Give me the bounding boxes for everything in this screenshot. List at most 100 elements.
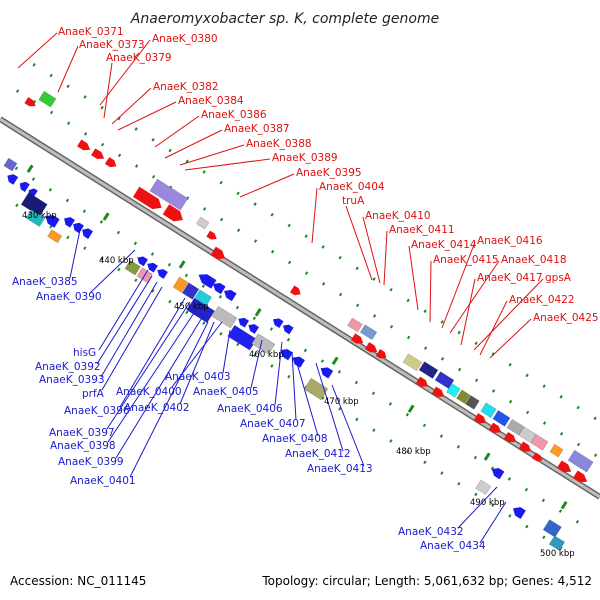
gene-label-prfa[interactable]: prfA bbox=[82, 388, 105, 400]
gene-arrow-10 bbox=[210, 246, 225, 260]
tick-mark-130 bbox=[474, 492, 478, 497]
gene-label-hisg[interactable]: hisG bbox=[73, 347, 96, 359]
gene-box-77 bbox=[542, 519, 562, 538]
tick-mark-72 bbox=[65, 198, 70, 203]
gene-label-anaek-0410[interactable]: AnaeK_0410 bbox=[365, 210, 431, 222]
gene-box-40 bbox=[3, 157, 18, 172]
gene-label-anaek-0408[interactable]: AnaeK_0408 bbox=[262, 433, 328, 445]
tick-mark-27 bbox=[491, 352, 495, 356]
gene-label-anaek-0411[interactable]: AnaeK_0411 bbox=[389, 224, 455, 236]
tick-mark-60 bbox=[457, 367, 462, 372]
gene-label-anaek-0422[interactable]: AnaeK_0422 bbox=[509, 294, 575, 306]
leader-line-14 bbox=[383, 230, 388, 286]
tick-mark-107 bbox=[83, 246, 87, 250]
gene-label-anaek-0399[interactable]: AnaeK_0399 bbox=[58, 456, 124, 468]
gene-label-anaek-0434[interactable]: AnaeK_0434 bbox=[420, 540, 486, 552]
gene-label-anaek-0393[interactable]: AnaeK_0393 bbox=[39, 374, 105, 386]
gene-label-anaek-0397[interactable]: AnaeK_0397 bbox=[49, 427, 115, 439]
gene-label-anaek-0412[interactable]: AnaeK_0412 bbox=[285, 448, 351, 460]
gene-box-78 bbox=[548, 535, 566, 551]
tick-mark-42 bbox=[151, 174, 156, 179]
gene-label-anaek-0385[interactable]: AnaeK_0385 bbox=[12, 276, 78, 288]
leader-line-21 bbox=[479, 300, 508, 356]
gene-label-anaek-0379[interactable]: AnaeK_0379 bbox=[106, 52, 172, 64]
gene-label-anaek-0392[interactable]: AnaeK_0392 bbox=[35, 361, 101, 373]
tick-mark-82 bbox=[235, 305, 240, 310]
tick-mark-7 bbox=[151, 138, 155, 142]
gene-arrow-16 bbox=[375, 348, 387, 359]
gene-label-anaek-0388[interactable]: AnaeK_0388 bbox=[246, 138, 312, 150]
gene-box-5 bbox=[149, 178, 189, 211]
scale-label-490: 490 kbp bbox=[470, 498, 505, 508]
scale-label-480: 480 kbp bbox=[396, 447, 431, 457]
leader-line-42 bbox=[331, 384, 365, 467]
gene-label-anaek-0400[interactable]: AnaeK_0400 bbox=[116, 386, 182, 398]
gene-label-anaek-0418[interactable]: AnaeK_0418 bbox=[501, 254, 567, 266]
tick-mark-67 bbox=[576, 442, 581, 447]
leader-line-8 bbox=[179, 144, 245, 166]
tick-mark-79 bbox=[184, 273, 189, 278]
gene-label-anaek-0405[interactable]: AnaeK_0405 bbox=[193, 386, 259, 398]
gene-label-anaek-0396[interactable]: AnaeK_0396 bbox=[64, 405, 130, 417]
tick-mark-33 bbox=[593, 416, 597, 421]
gene-label-anaek-0402[interactable]: AnaeK_0402 bbox=[124, 402, 190, 414]
gene-label-anaek-0380[interactable]: AnaeK_0380 bbox=[152, 33, 218, 45]
gene-label-anaek-0417[interactable]: AnaeK_0417 bbox=[477, 272, 543, 284]
gene-label-anaek-0387[interactable]: AnaeK_0387 bbox=[224, 123, 290, 135]
tick-mark-96 bbox=[473, 455, 478, 460]
gene-arrow-3 bbox=[91, 148, 105, 159]
tick-mark-17 bbox=[321, 245, 325, 249]
gene-label-anaek-0406[interactable]: AnaeK_0406 bbox=[217, 403, 283, 415]
leader-line-0 bbox=[17, 32, 58, 69]
gene-label-anaek-0386[interactable]: AnaeK_0386 bbox=[201, 109, 267, 121]
gene-arrow-53 bbox=[157, 269, 168, 279]
leader-line-40 bbox=[295, 359, 319, 437]
tick-mark-110 bbox=[134, 278, 138, 283]
gene-label-anaek-0415[interactable]: AnaeK_0415 bbox=[433, 254, 499, 266]
gene-label-anaek-0389[interactable]: AnaeK_0389 bbox=[272, 152, 338, 164]
scale-tick-5 bbox=[407, 404, 415, 413]
gene-label-anaek-0382[interactable]: AnaeK_0382 bbox=[153, 81, 219, 93]
gene-label-anaek-0398[interactable]: AnaeK_0398 bbox=[50, 440, 116, 452]
tick-mark-109 bbox=[117, 267, 121, 272]
gene-label-anaek-0432[interactable]: AnaeK_0432 bbox=[398, 526, 464, 538]
gene-label-anaek-0414[interactable]: AnaeK_0414 bbox=[411, 239, 477, 251]
gene-arrow-9 bbox=[206, 230, 217, 240]
gene-label-anaek-0390[interactable]: AnaeK_0390 bbox=[36, 291, 102, 303]
gene-label-anaek-0384[interactable]: AnaeK_0384 bbox=[178, 95, 244, 107]
tick-mark-106 bbox=[66, 235, 70, 240]
gene-label-anaek-0425[interactable]: AnaeK_0425 bbox=[533, 312, 599, 324]
scale-label-430: 430 kbp bbox=[22, 211, 57, 221]
tick-mark-69 bbox=[14, 166, 19, 171]
gene-label-anaek-0404[interactable]: AnaeK_0404 bbox=[319, 181, 385, 193]
gene-label-anaek-0373[interactable]: AnaeK_0373 bbox=[79, 39, 145, 51]
leader-line-16 bbox=[441, 241, 476, 329]
tick-mark-39 bbox=[100, 142, 105, 147]
label-leaders-group bbox=[17, 32, 544, 544]
gene-label-anaek-0407[interactable]: AnaeK_0407 bbox=[240, 418, 306, 430]
leader-line-28 bbox=[101, 286, 163, 391]
gene-arrow-76 bbox=[513, 507, 526, 520]
leader-line-4 bbox=[111, 87, 152, 125]
tick-mark-45 bbox=[202, 207, 207, 211]
tick-mark-84 bbox=[269, 327, 274, 331]
gene-label-anaek-0403[interactable]: AnaeK_0403 bbox=[165, 371, 231, 383]
tick-mark-22 bbox=[406, 298, 410, 303]
tick-mark-51 bbox=[304, 271, 309, 275]
leader-line-5 bbox=[117, 101, 177, 131]
gene-label-anaek-0416[interactable]: AnaeK_0416 bbox=[477, 235, 543, 247]
gene-label-trua[interactable]: truA bbox=[342, 195, 365, 207]
gene-label-anaek-0371[interactable]: AnaeK_0371 bbox=[58, 26, 124, 38]
gene-label-gpsa[interactable]: gpsA bbox=[545, 272, 572, 284]
gene-label-anaek-0413[interactable]: AnaeK_0413 bbox=[307, 463, 373, 475]
gene-label-anaek-0395[interactable]: AnaeK_0395 bbox=[296, 167, 362, 179]
scale-tick-2 bbox=[178, 260, 186, 269]
tick-mark-18 bbox=[338, 255, 342, 260]
gene-arrow-11 bbox=[290, 285, 301, 296]
tick-mark-32 bbox=[576, 405, 580, 410]
leader-line-30 bbox=[222, 329, 231, 374]
gene-label-anaek-0401[interactable]: AnaeK_0401 bbox=[70, 475, 136, 487]
tick-mark-61 bbox=[474, 378, 479, 383]
leader-line-27 bbox=[100, 281, 158, 378]
tick-mark-77 bbox=[150, 252, 155, 256]
